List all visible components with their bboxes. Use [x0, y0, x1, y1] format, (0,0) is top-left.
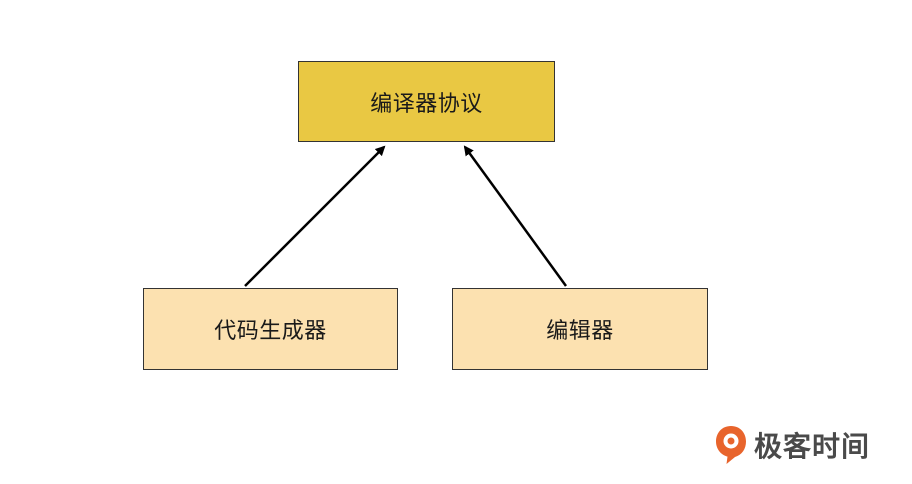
geektime-logo-icon — [716, 426, 746, 464]
node-code-generator: 代码生成器 — [143, 288, 398, 370]
node-editor: 编辑器 — [452, 288, 708, 370]
node-compiler-protocol-label: 编译器协议 — [370, 91, 483, 117]
brand-watermark: 极客时间 — [714, 424, 870, 466]
edge-codegen-to-protocol — [244, 145, 386, 287]
node-code-generator-label: 代码生成器 — [214, 319, 327, 344]
brand-name: 极客时间 — [754, 430, 871, 463]
edge-editor-to-protocol — [463, 145, 568, 287]
node-editor-label: 编辑器 — [546, 319, 614, 344]
node-compiler-protocol: 编译器协议 — [298, 61, 555, 142]
